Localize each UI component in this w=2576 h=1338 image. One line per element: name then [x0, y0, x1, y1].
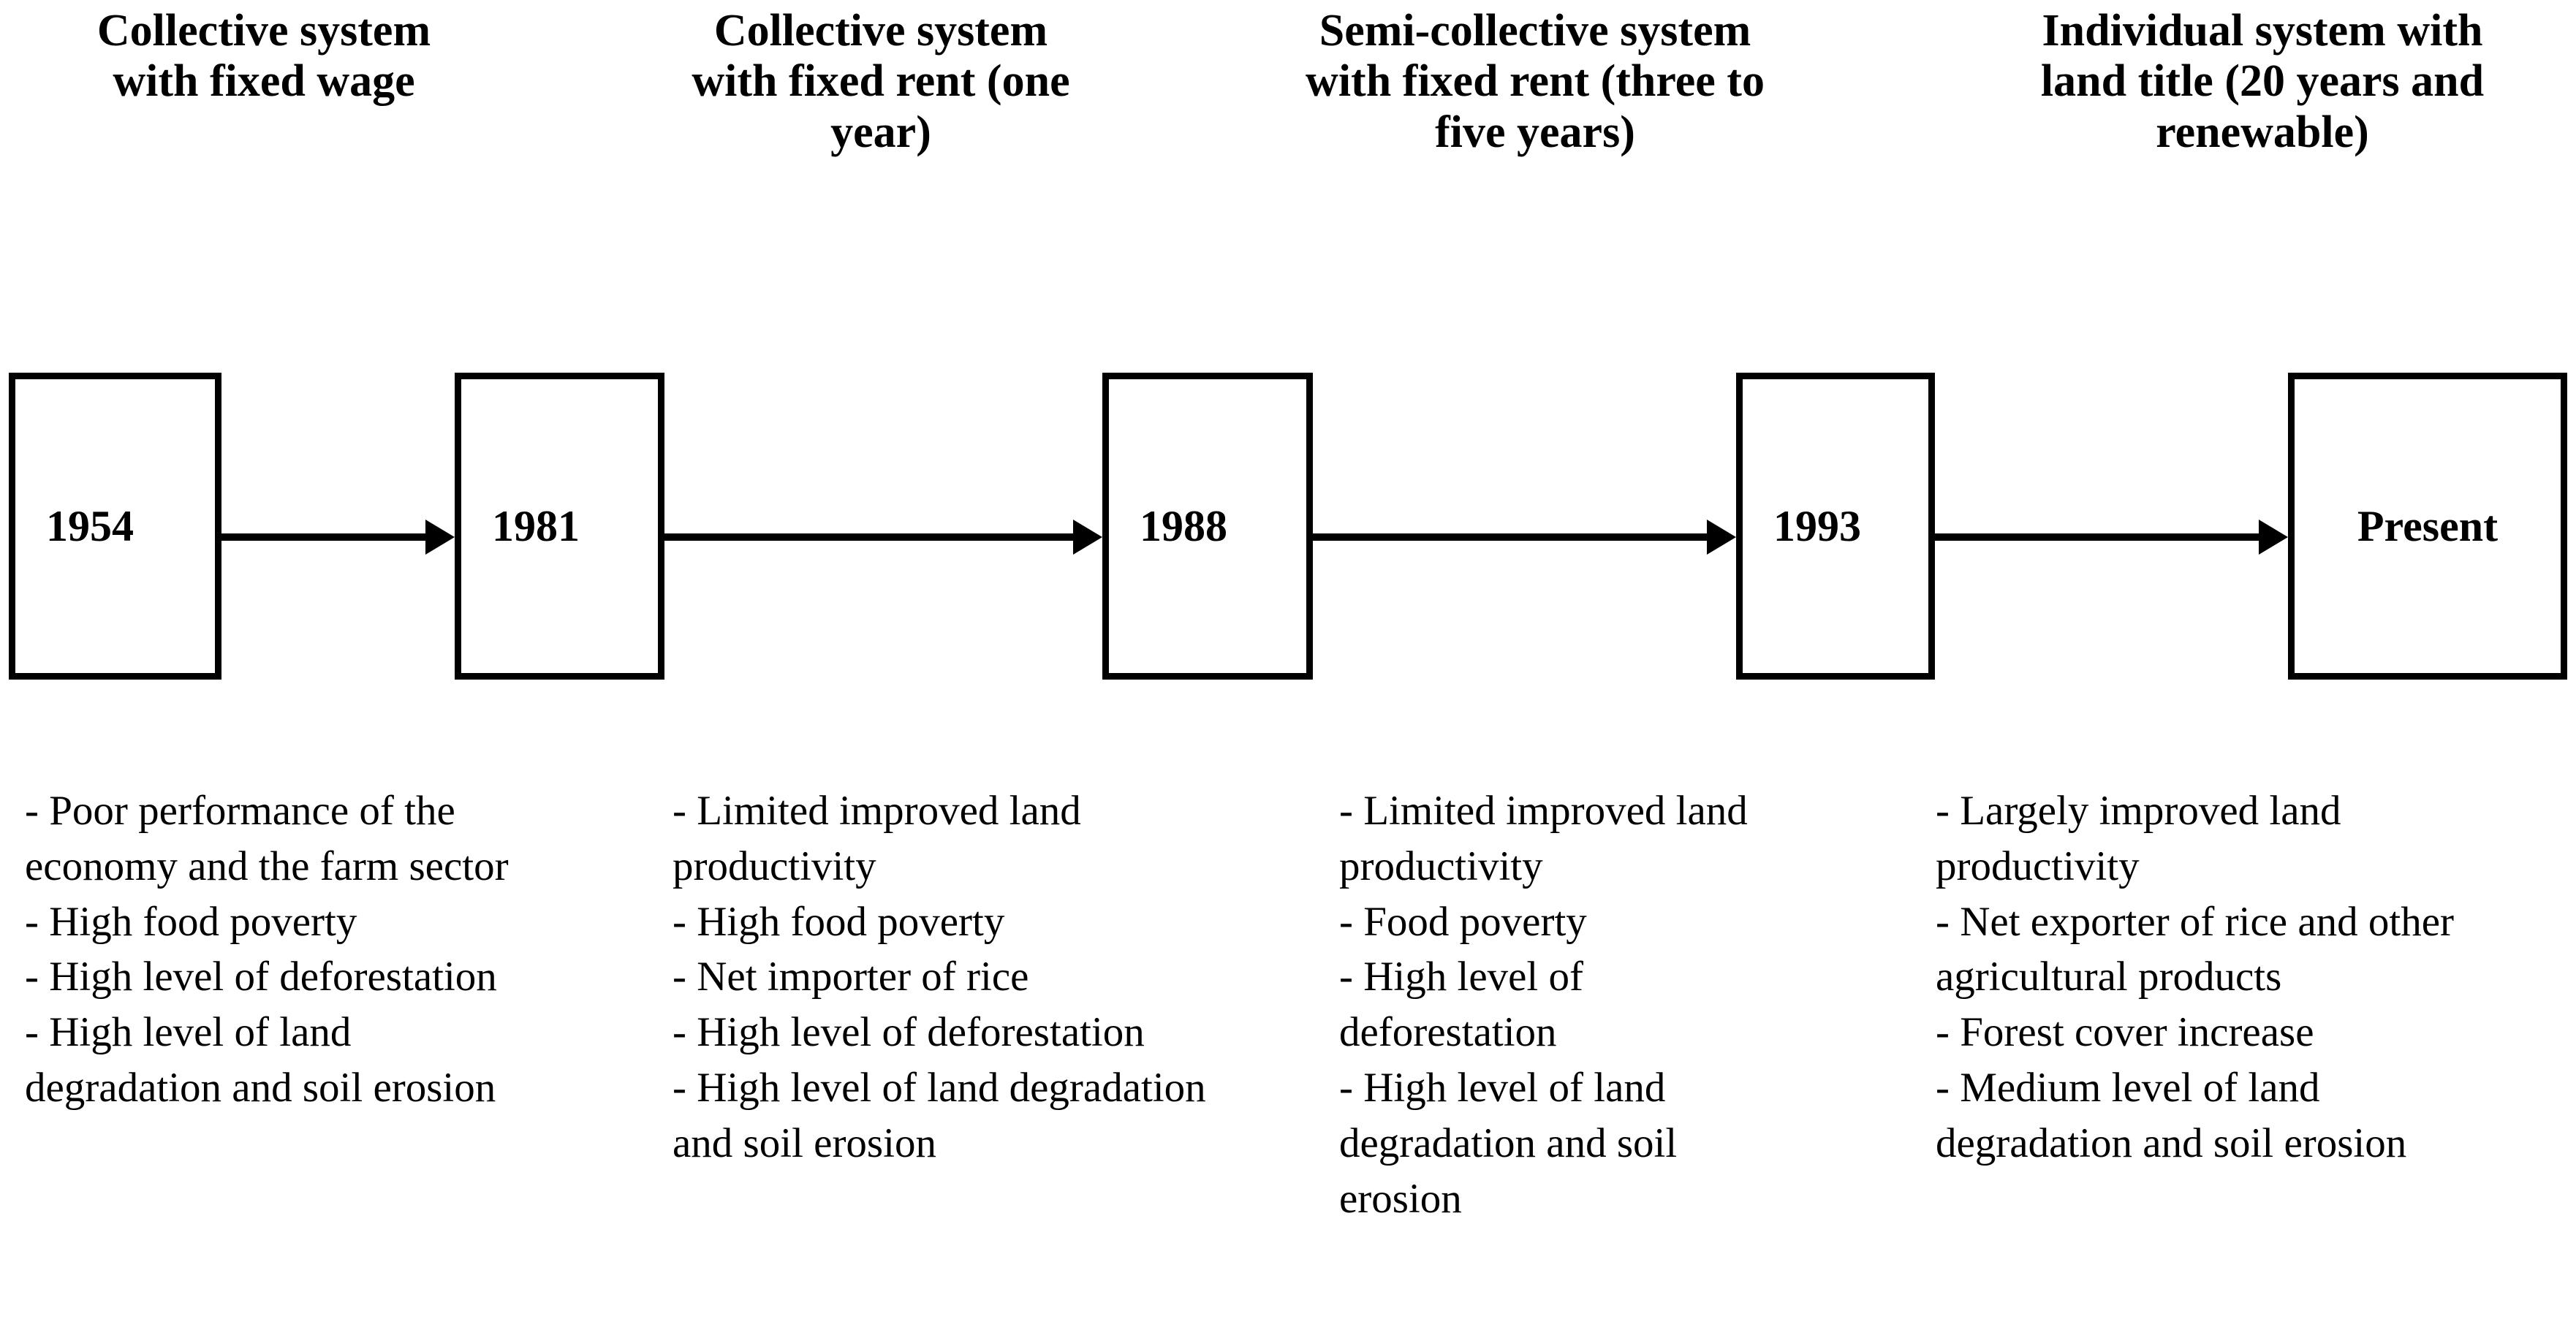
arrow-shaft: [664, 533, 1073, 541]
outcomes-column-3: - Limited improved land productivity - F…: [1339, 788, 1748, 1222]
arrow-1981-to-1988: [664, 520, 1102, 555]
arrow-1954-to-1981: [221, 520, 455, 555]
column-header-4: Individual system with land title (20 ye…: [2040, 6, 2485, 157]
arrow-head-icon: [425, 520, 455, 555]
arrow-shaft: [1313, 533, 1707, 541]
arrow-shaft: [1935, 533, 2259, 541]
timeline-node-1993: 1993: [1736, 373, 1935, 680]
timeline-node-1988: 1988: [1102, 373, 1313, 680]
node-label-1993: 1993: [1773, 502, 1861, 550]
arrow-1993-to-present: [1935, 520, 2288, 555]
outcomes-column-4: - Largely improved land productivity - N…: [1936, 788, 2454, 1166]
timeline-row: 1954 1981 1988 1993 Present: [0, 373, 2576, 680]
arrow-head-icon: [1073, 520, 1102, 555]
arrow-head-icon: [2259, 520, 2288, 555]
arrow-head-icon: [1707, 520, 1736, 555]
node-label-1981: 1981: [492, 502, 580, 550]
timeline-node-1981: 1981: [455, 373, 664, 680]
node-label-present: Present: [2357, 502, 2499, 550]
outcomes-column-2: - Limited improved land productivity - H…: [673, 788, 1206, 1166]
column-header-2: Collective system with fixed rent (one y…: [692, 6, 1070, 157]
arrow-1988-to-1993: [1313, 520, 1736, 555]
timeline-node-1954: 1954: [9, 373, 221, 680]
node-label-1988: 1988: [1140, 502, 1227, 550]
arrow-shaft: [221, 533, 425, 541]
timeline-node-present: Present: [2288, 373, 2567, 680]
outcomes-column-1: - Poor performance of the economy and th…: [25, 788, 509, 1111]
column-header-3: Semi-collective system with fixed rent (…: [1306, 6, 1765, 157]
column-header-1: Collective system with fixed wage: [96, 6, 431, 107]
node-label-1954: 1954: [46, 502, 134, 550]
